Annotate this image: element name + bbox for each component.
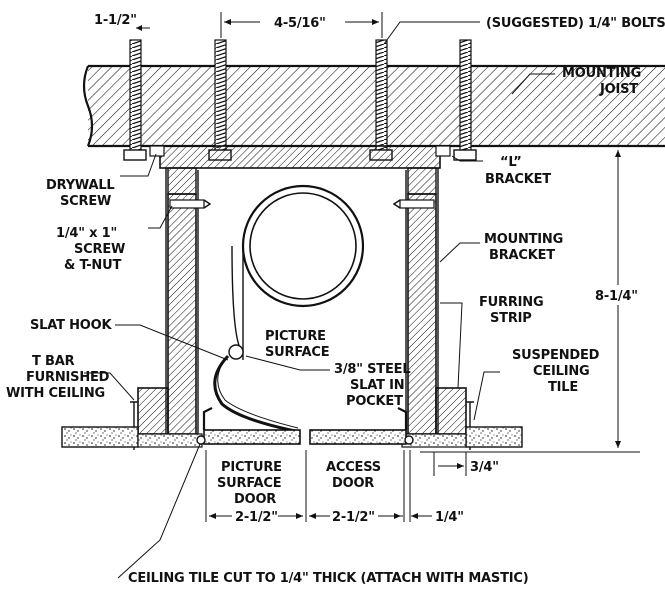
label-dim-2-1-2-left: 2-1/2" — [235, 510, 278, 525]
dimension-lines — [136, 12, 640, 522]
label-drywall-screw-1: DRYWALL — [46, 178, 115, 193]
label-suspended-tile-1: SUSPENDED — [512, 348, 600, 363]
doors — [196, 407, 414, 445]
leader-lines — [84, 21, 555, 579]
label-dim-2-1-2-right: 2-1/2" — [332, 510, 375, 525]
label-steel-slat-2: SLAT IN — [350, 378, 404, 393]
mounting-bracket-walls — [165, 168, 439, 440]
label-ps-door-1: PICTURE — [221, 460, 282, 475]
label-furring-strip-1: FURRING — [479, 295, 543, 310]
label-dim-4-5-16: 4-5/16" — [274, 16, 326, 31]
slat-hook — [213, 344, 301, 434]
top-plate — [149, 145, 451, 195]
label-ps-door-3: DOOR — [234, 492, 276, 507]
label-suspended-tile-3: TILE — [548, 380, 578, 395]
label-dim-1-1-2: 1-1/2" — [94, 13, 137, 28]
label-screw-tnut-1: 1/4" x 1" — [56, 226, 117, 241]
label-screw-tnut-3: & T-NUT — [64, 258, 121, 273]
furring-strips — [137, 387, 467, 435]
label-mounting-bracket-2: BRACKET — [489, 248, 555, 263]
label-mounting-bracket-1: MOUNTING — [484, 232, 563, 247]
label-ps-door-2: SURFACE — [217, 476, 281, 491]
label-slat-hook: SLAT HOOK — [30, 318, 112, 333]
label-furring-strip-2: STRIP — [490, 311, 532, 326]
label-dim-8-1-4: 8-1/4" — [595, 289, 638, 304]
label-steel-slat-1: 3/8" STEEL — [334, 362, 410, 377]
label-suspended-tile-2: CEILING — [533, 364, 590, 379]
label-t-bar-1: T BAR — [32, 354, 75, 369]
label-dim-1-4: 1/4" — [435, 510, 464, 525]
label-screw-tnut-2: SCREW — [74, 242, 125, 257]
ceiling-tiles — [61, 426, 523, 448]
label-access-door-2: DOOR — [332, 476, 374, 491]
side-screws — [169, 199, 435, 209]
label-l-bracket-1: “L” — [500, 155, 522, 170]
label-t-bar-3: WITH CEILING — [6, 386, 105, 401]
label-t-bar-2: FURNISHED — [26, 370, 110, 385]
label-bolts: (SUGGESTED) 1/4" BOLTS — [486, 16, 665, 31]
label-picture-surface-2: SURFACE — [265, 345, 329, 360]
label-mounting-joist-1: MOUNTING — [562, 66, 641, 81]
label-picture-surface-1: PICTURE — [265, 329, 326, 344]
label-access-door-1: ACCESS — [326, 460, 381, 475]
label-steel-slat-3: POCKET — [346, 394, 403, 409]
label-drywall-screw-2: SCREW — [60, 194, 111, 209]
picture-surface-roll — [231, 184, 365, 360]
label-ceiling-tile-cut: CEILING TILE CUT TO 1/4" THICK (ATTACH W… — [128, 571, 528, 586]
labels: 1-1/2" 4-5/16" (SUGGESTED) 1/4" BOLTS MO… — [6, 13, 665, 586]
label-l-bracket-2: BRACKET — [485, 172, 551, 187]
label-dim-3-4: 3/4" — [470, 460, 499, 475]
label-mounting-joist-2: JOIST — [599, 82, 638, 97]
